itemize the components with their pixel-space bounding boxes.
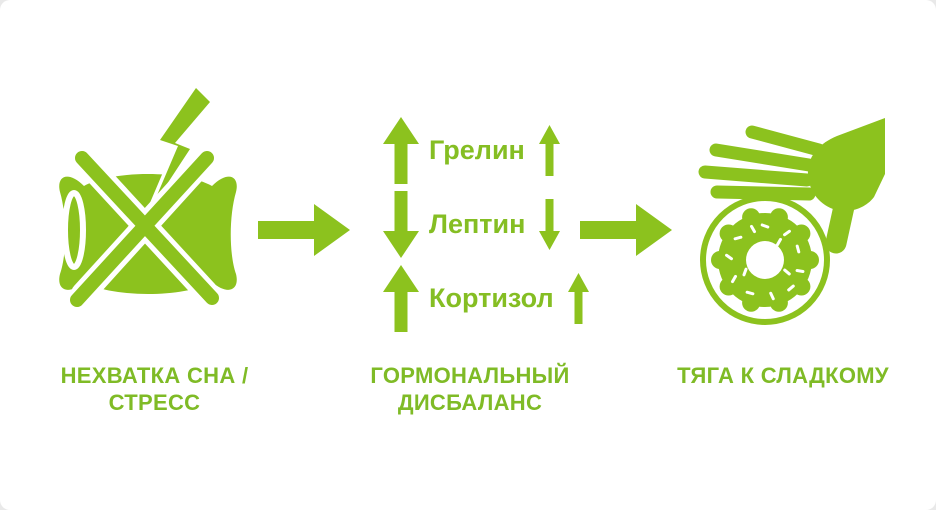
- hormone-arrows-group: Грелин Лептин Кортизол: [383, 117, 591, 332]
- hormone-name: Грелин: [429, 135, 525, 165]
- hormone-row: Кортизол: [383, 265, 591, 332]
- stage-effect-label-line1: ТЯГА К СЛАДКОМУ: [677, 363, 889, 388]
- hormone-name: Кортизол: [429, 283, 554, 313]
- cross-out-icon: [70, 151, 219, 307]
- flow-arrow-icon: [580, 204, 672, 256]
- stage-mechanism-label-line2: ДИСБАЛАНС: [397, 390, 543, 415]
- hormone-name: Лептин: [429, 209, 526, 239]
- up-arrow-icon: [538, 125, 560, 176]
- hormone-row: Грелин: [383, 117, 591, 184]
- stage-cause-label-line2: СТРЕСС: [108, 390, 201, 415]
- up-arrow-icon: [383, 265, 419, 332]
- sweet-craving-icon: [695, 112, 895, 327]
- stage-mechanism-label: ГОРМОНАЛЬНЫЙ ДИСБАЛАНС: [338, 362, 602, 416]
- stage-effect-label: ТЯГА К СЛАДКОМУ: [630, 362, 936, 389]
- flow-arrow-icon: [258, 204, 350, 256]
- hormone-row: Лептин: [383, 191, 591, 258]
- up-arrow-icon: [567, 273, 589, 324]
- stage-cause-label-line1: НЕХВАТКА СНА /: [60, 363, 249, 388]
- sprinkles: [725, 223, 805, 301]
- up-arrow-icon: [383, 117, 419, 184]
- down-arrow-icon: [383, 191, 419, 258]
- down-arrow-icon: [539, 199, 561, 250]
- sleep-deprivation-icon: [52, 86, 248, 316]
- stage-mechanism-label-line1: ГОРМОНАЛЬНЫЙ: [370, 363, 570, 388]
- donut-icon: [700, 195, 830, 325]
- stage-cause-label: НЕХВАТКА СНА / СТРЕСС: [27, 362, 282, 416]
- lightning-bolt-icon: [148, 86, 214, 211]
- hand-icon: [698, 118, 885, 254]
